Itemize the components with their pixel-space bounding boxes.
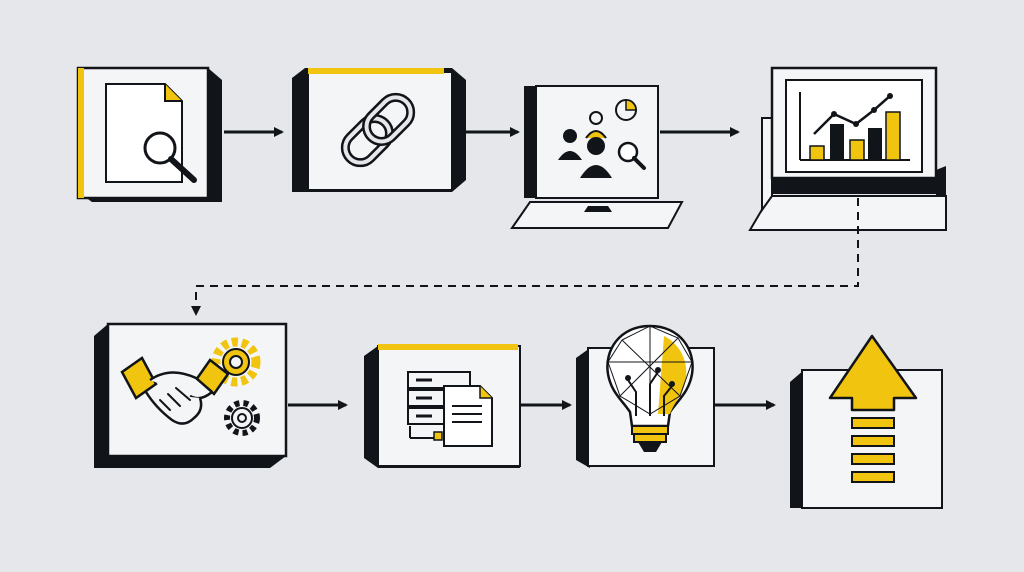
step-growth <box>790 334 943 509</box>
bar-line-chart-icon <box>799 92 910 161</box>
step-partnership <box>94 322 288 468</box>
step-people-analysis <box>510 85 684 229</box>
people-pie-search-icon <box>558 99 646 178</box>
step-insight <box>576 324 715 468</box>
step-data-docs <box>364 344 521 468</box>
gear-small-icon <box>224 400 260 436</box>
up-arrow-icon <box>828 334 918 483</box>
handshake-gears-icon <box>120 337 261 436</box>
step-document-search <box>76 66 222 202</box>
document-magnifier-icon <box>105 83 197 183</box>
server-document-icon <box>407 371 493 447</box>
dashed-return-connector <box>191 198 859 316</box>
step-chart-dashboard <box>748 66 947 231</box>
chain-link-icon <box>340 92 416 168</box>
lightbulb-circuit-icon <box>606 324 694 452</box>
step-link <box>292 68 466 192</box>
gear-large-icon <box>211 337 261 387</box>
